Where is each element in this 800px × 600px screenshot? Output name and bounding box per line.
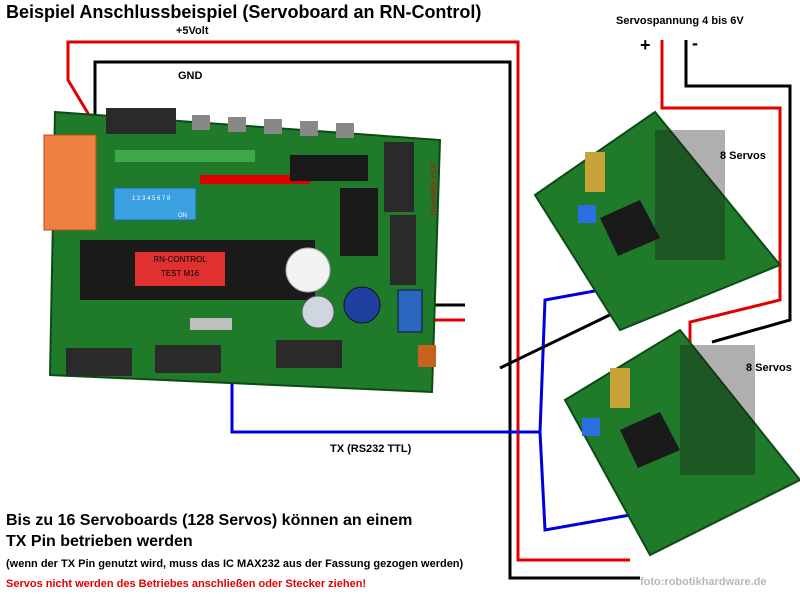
label-minus: - xyxy=(692,33,698,53)
terminal-block xyxy=(397,289,423,333)
led-row xyxy=(115,150,255,162)
note-line-2: TX Pin betrieben werden xyxy=(6,533,193,550)
servoboard-top xyxy=(533,110,782,332)
servoboard-bottom-pins-left xyxy=(610,368,630,408)
label-gnd: GND xyxy=(178,70,203,82)
servoboard-top-servo-pins xyxy=(655,130,725,260)
page-title: Beispiel Anschlussbeispiel (Servoboard a… xyxy=(6,2,482,22)
header-right-lower xyxy=(390,215,416,285)
red-component xyxy=(200,175,310,184)
wire-tx-blue-bottom xyxy=(538,431,631,532)
button-5 xyxy=(336,123,354,138)
power-connector xyxy=(43,134,97,231)
note-line-3: (wenn der TX Pin genutzt wird, muss das … xyxy=(6,558,464,570)
ic-small-top xyxy=(290,155,368,181)
warning-text: Servos nicht werden des Betriebes anschl… xyxy=(6,578,367,590)
wire-servo-plus xyxy=(660,40,782,332)
label-servos-top: 8 Servos xyxy=(720,150,766,162)
wire-gnd-to-servoboard xyxy=(499,308,621,370)
note-line-1: Bis zu 16 Servoboards (128 Servos) könne… xyxy=(6,512,413,529)
label-servo-voltage: Servospannung 4 bis 6V xyxy=(616,15,744,27)
label-plus: + xyxy=(640,35,651,55)
button-1 xyxy=(192,115,210,130)
capacitor-1 xyxy=(301,295,335,329)
servoboard-bottom-servo-pins xyxy=(680,345,755,475)
board-version: rn-control v1.4 xyxy=(429,163,438,215)
crystal xyxy=(190,318,232,330)
wire-5v-red xyxy=(66,40,630,562)
dip-switch-on: ON xyxy=(178,213,187,219)
header-top-left xyxy=(106,108,176,134)
mcu-label-model: TEST M16 xyxy=(161,269,200,278)
servoboard-bottom-pot xyxy=(582,418,600,436)
servoboard-bottom-chip xyxy=(620,412,680,468)
servoboard-top-pot xyxy=(578,205,596,223)
mcu-label-name: RN-CONTROL xyxy=(153,255,207,264)
buzzer xyxy=(285,247,331,293)
label-tx: TX (RS232 TTL) xyxy=(330,443,412,455)
label-plus5volt: +5Volt xyxy=(176,25,209,37)
header-bottom-1 xyxy=(66,348,132,376)
capacitor-2 xyxy=(343,286,381,324)
dip-switch-numbers: 1 2 3 4 5 6 7 8 xyxy=(132,196,171,202)
button-4 xyxy=(300,121,318,136)
header-bottom-2 xyxy=(155,345,221,373)
mcu-label-sticker xyxy=(135,252,225,286)
servoboard-top-chip xyxy=(600,200,660,256)
wire-tx-blue-top xyxy=(538,288,601,433)
wire-gnd-black xyxy=(93,60,640,580)
regulator xyxy=(418,345,436,367)
servoboard-top-pins-left xyxy=(585,152,605,192)
wire-servo-minus xyxy=(684,40,792,344)
header-right xyxy=(384,142,414,212)
label-servos-bottom: 8 Servos xyxy=(746,362,792,374)
button-2 xyxy=(228,117,246,132)
servoboard-bottom xyxy=(563,328,800,557)
header-bottom-3 xyxy=(276,340,342,368)
dip-switch xyxy=(113,187,197,221)
photo-credit: foto:robotikhardware.de xyxy=(640,576,767,588)
button-3 xyxy=(264,119,282,134)
ic-max232 xyxy=(340,188,378,256)
rn-control-board xyxy=(43,108,442,394)
